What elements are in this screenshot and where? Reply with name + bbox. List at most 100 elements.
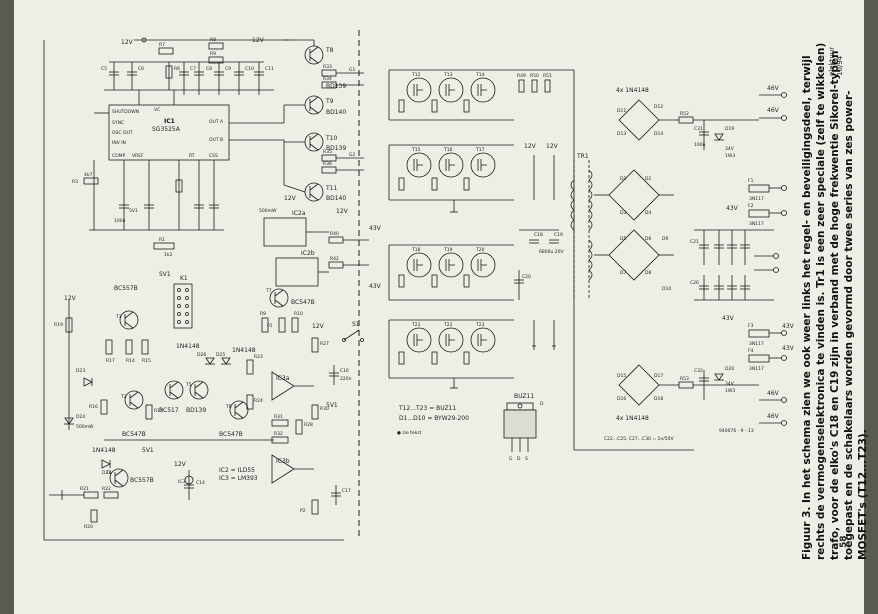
svg-text:43V: 43V bbox=[722, 315, 735, 322]
svg-text:T3: T3 bbox=[115, 314, 122, 320]
svg-text:D4: D4 bbox=[645, 210, 651, 216]
svg-text:500mW: 500mW bbox=[76, 424, 94, 430]
svg-text:T20: T20 bbox=[475, 247, 485, 253]
svg-text:46V: 46V bbox=[767, 390, 780, 397]
svg-text:D: D bbox=[540, 401, 544, 407]
svg-text:● zie tekst: ● zie tekst bbox=[397, 430, 422, 436]
svg-text:T18: T18 bbox=[411, 247, 421, 253]
svg-text:T17: T17 bbox=[475, 147, 485, 153]
svg-text:12V: 12V bbox=[336, 208, 349, 215]
svg-text:R33: R33 bbox=[323, 64, 332, 70]
svg-text:COMP: COMP bbox=[112, 153, 126, 159]
svg-text:D26: D26 bbox=[197, 352, 206, 358]
svg-text:R32: R32 bbox=[274, 431, 283, 437]
svg-text:D12: D12 bbox=[654, 104, 663, 110]
page-number: 58 bbox=[839, 535, 849, 548]
svg-text:4k7: 4k7 bbox=[84, 172, 92, 178]
svg-text:R30: R30 bbox=[320, 406, 329, 412]
svg-text:D2: D2 bbox=[645, 176, 651, 182]
svg-text:F3: F3 bbox=[748, 323, 754, 329]
svg-text:C5: C5 bbox=[101, 66, 107, 72]
journal-header: elektuur 10/94 bbox=[828, 46, 844, 76]
svg-text:500mW: 500mW bbox=[259, 208, 277, 214]
svg-text:C20: C20 bbox=[522, 274, 531, 280]
svg-text:T16: T16 bbox=[443, 147, 453, 153]
svg-text:SYNC: SYNC bbox=[112, 120, 124, 126]
svg-text:D19: D19 bbox=[725, 126, 734, 132]
circuit-schematic: 12V R7 R8 R9 12V C5 C6 R6 C7 C8 C9 C10 C… bbox=[43, 30, 795, 541]
svg-text:D9: D9 bbox=[662, 236, 668, 242]
svg-text:R8: R8 bbox=[210, 37, 216, 43]
svg-text:C26: C26 bbox=[690, 280, 699, 286]
svg-text:T8: T8 bbox=[325, 47, 334, 54]
svg-text:R42: R42 bbox=[330, 256, 339, 262]
svg-text:43V: 43V bbox=[782, 323, 795, 330]
svg-text:R51: R51 bbox=[543, 73, 552, 79]
cap-note: C22...C25, C27...C30 = 1n/50V bbox=[604, 436, 675, 442]
svg-text:F4: F4 bbox=[748, 348, 754, 354]
svg-text:R35: R35 bbox=[323, 149, 332, 155]
svg-text:D8: D8 bbox=[645, 270, 651, 276]
svg-text:46V: 46V bbox=[767, 85, 780, 92]
svg-text:C32: C32 bbox=[694, 368, 703, 374]
svg-text:IC2a: IC2a bbox=[292, 210, 306, 217]
svg-text:D15: D15 bbox=[617, 373, 626, 379]
svg-text:G2: G2 bbox=[349, 152, 355, 158]
svg-text:43V: 43V bbox=[726, 205, 739, 212]
svg-text:T21: T21 bbox=[411, 322, 421, 328]
svg-text:OUT B: OUT B bbox=[209, 137, 223, 143]
svg-text:T19: T19 bbox=[443, 247, 453, 253]
svg-text:RT: RT bbox=[189, 153, 195, 159]
svg-text:T2: T2 bbox=[120, 394, 127, 400]
svg-text:C17: C17 bbox=[342, 488, 351, 494]
buz11-package: BUZ11 G D S D bbox=[503, 393, 544, 462]
svg-text:220n: 220n bbox=[340, 376, 352, 382]
svg-text:D16: D16 bbox=[617, 396, 626, 402]
svg-text:12V: 12V bbox=[174, 461, 187, 468]
svg-text:C10: C10 bbox=[245, 66, 254, 72]
svg-text:S1: S1 bbox=[352, 321, 360, 328]
svg-text:R40: R40 bbox=[330, 231, 339, 237]
svg-text:D14: D14 bbox=[654, 131, 663, 137]
svg-text:T9: T9 bbox=[325, 98, 334, 105]
svg-text:BD140: BD140 bbox=[326, 109, 346, 116]
svg-text:1W3: 1W3 bbox=[725, 153, 735, 159]
svg-text:C19: C19 bbox=[554, 232, 563, 238]
svg-text:D23: D23 bbox=[76, 368, 85, 374]
svg-text:46V: 46V bbox=[767, 413, 780, 420]
svg-text:BC547B: BC547B bbox=[291, 299, 315, 306]
svg-text:R27: R27 bbox=[320, 341, 329, 347]
svg-text:R34: R34 bbox=[323, 76, 332, 82]
svg-text:R9: R9 bbox=[210, 51, 216, 57]
svg-text:T4: T4 bbox=[105, 470, 112, 476]
svg-text:P1: P1 bbox=[267, 323, 273, 329]
svg-text:1N4148: 1N4148 bbox=[92, 447, 116, 454]
svg-text:IC3: IC3 bbox=[178, 479, 185, 485]
svg-text:34V: 34V bbox=[725, 381, 735, 387]
svg-text:T14: T14 bbox=[475, 72, 485, 78]
svg-text:R19: R19 bbox=[54, 322, 63, 328]
svg-text:T23: T23 bbox=[475, 322, 485, 328]
svg-text:D6: D6 bbox=[645, 236, 651, 242]
svg-text:C11: C11 bbox=[265, 66, 274, 72]
svg-text:R1: R1 bbox=[159, 237, 165, 243]
mosfet-note: T12...T23 = BUZ11 bbox=[398, 405, 456, 412]
svg-text:3N117: 3N117 bbox=[749, 221, 764, 227]
svg-text:G: G bbox=[509, 456, 513, 462]
svg-text:K1: K1 bbox=[180, 275, 188, 282]
svg-text:C14: C14 bbox=[196, 480, 205, 486]
svg-text:C18: C18 bbox=[534, 232, 543, 238]
svg-text:34V: 34V bbox=[725, 146, 735, 152]
svg-text:R28: R28 bbox=[304, 422, 313, 428]
svg-text:IC3a: IC3a bbox=[276, 375, 290, 382]
svg-text:4x 1N4148: 4x 1N4148 bbox=[616, 415, 649, 422]
svg-text:D5: D5 bbox=[620, 236, 626, 242]
svg-text:T13: T13 bbox=[443, 72, 453, 78]
svg-text:P2: P2 bbox=[300, 508, 306, 514]
svg-text:5V1: 5V1 bbox=[326, 402, 338, 409]
svg-text:R13: R13 bbox=[154, 408, 163, 414]
svg-text:12V: 12V bbox=[312, 323, 325, 330]
svg-text:INV IN: INV IN bbox=[112, 140, 126, 146]
svg-text:D: D bbox=[517, 456, 521, 462]
svg-text:IC2b: IC2b bbox=[301, 250, 315, 257]
